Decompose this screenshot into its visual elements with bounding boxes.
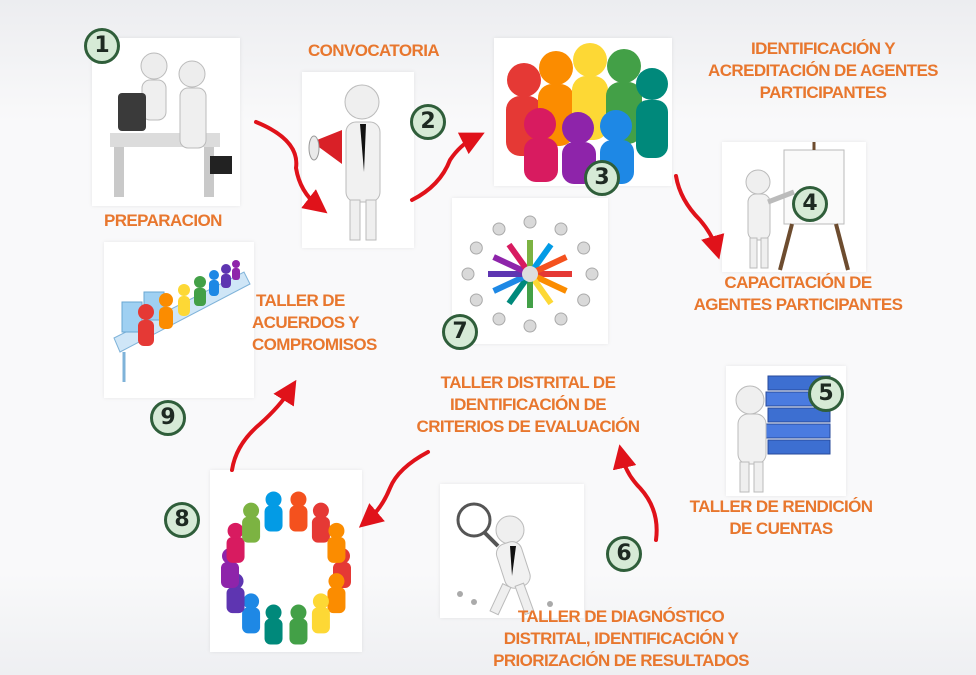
step-2-label: CONVOCATORIA	[308, 41, 440, 60]
megaphone-person-icon	[302, 72, 414, 248]
arrow-8-9	[230, 379, 297, 472]
step-9-badge: 9	[150, 400, 186, 436]
people-ring-icon	[210, 470, 362, 652]
binders-stack-icon	[726, 366, 846, 496]
step-3-badge: 3	[584, 160, 620, 196]
step-7-badge: 7	[442, 314, 478, 350]
step-2-badge: 2	[410, 104, 446, 140]
step-6-badge: 6	[606, 536, 642, 572]
conference-table-icon	[104, 242, 254, 398]
colorful-team-icon	[494, 38, 672, 186]
arrow-2-3	[410, 132, 485, 202]
step-8-badge: 8	[164, 502, 200, 538]
arrow-5-6	[612, 444, 659, 542]
step-1-label: PREPARACION	[104, 211, 222, 230]
arrow-7-8	[358, 450, 430, 528]
step-5-badge: 5	[808, 376, 844, 412]
step-1-badge: 1	[84, 28, 120, 64]
magnifier-search-icon	[440, 484, 584, 618]
arrow-1-2	[254, 120, 328, 214]
arrow-3-4	[674, 174, 725, 260]
step-4-badge: 4	[792, 186, 828, 222]
office-meeting-icon	[92, 38, 240, 206]
circle-of-people-icon	[452, 198, 608, 344]
